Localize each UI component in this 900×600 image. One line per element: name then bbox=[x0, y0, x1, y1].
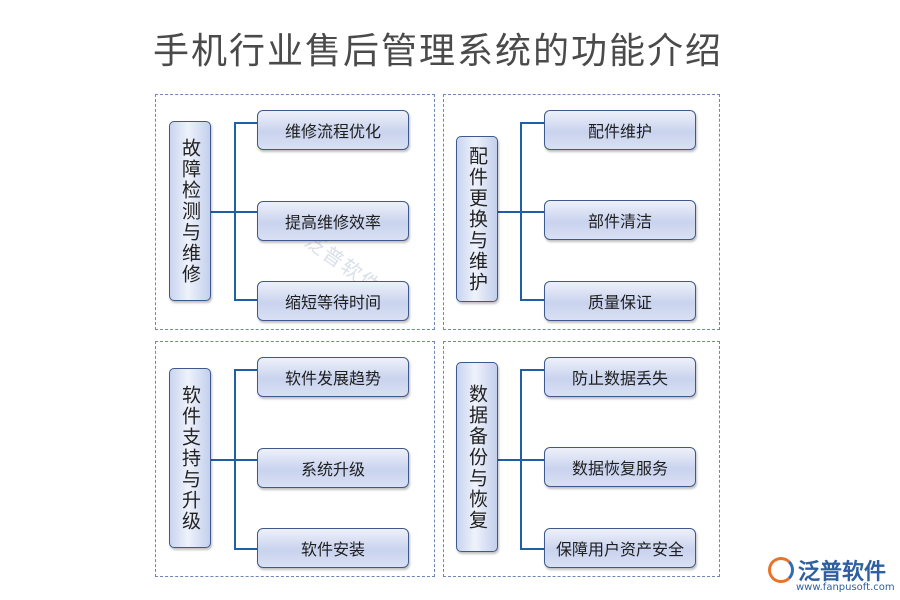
connector bbox=[520, 122, 522, 299]
connector bbox=[234, 548, 258, 550]
page-title: 手机行业售后管理系统的功能介绍 bbox=[152, 31, 723, 72]
connector bbox=[210, 459, 234, 461]
connector bbox=[234, 369, 258, 371]
function-item: 维修流程优化 bbox=[257, 110, 409, 150]
connector bbox=[210, 211, 234, 213]
section-panel-parts bbox=[443, 94, 720, 330]
function-item: 数据恢复服务 bbox=[544, 447, 696, 487]
connector bbox=[520, 299, 544, 301]
function-item: 系统升级 bbox=[257, 448, 409, 488]
function-item: 质量保证 bbox=[544, 281, 696, 321]
fanpu-logo-icon bbox=[768, 557, 794, 583]
connector bbox=[234, 211, 258, 213]
section-panel-software bbox=[155, 341, 435, 577]
connector bbox=[234, 459, 258, 461]
connector bbox=[520, 122, 544, 124]
function-item: 提高维修效率 bbox=[257, 201, 409, 241]
section-panel-data-backup bbox=[443, 341, 720, 577]
function-item: 缩短等待时间 bbox=[257, 281, 409, 321]
connector bbox=[234, 369, 236, 548]
connector bbox=[520, 459, 544, 461]
connector bbox=[496, 211, 520, 213]
connector bbox=[234, 122, 258, 124]
category-box: 配件更换与维护 bbox=[456, 136, 498, 302]
function-item: 软件发展趋势 bbox=[257, 357, 409, 397]
function-item: 软件安装 bbox=[257, 528, 409, 568]
function-item: 部件清洁 bbox=[544, 200, 696, 240]
logo-text: 泛普软件 bbox=[798, 560, 887, 585]
category-box: 故障检测与维修 bbox=[169, 121, 211, 301]
function-item: 配件维护 bbox=[544, 110, 696, 150]
connector bbox=[520, 211, 544, 213]
function-item: 防止数据丢失 bbox=[544, 357, 696, 397]
category-box: 软件支持与升级 bbox=[169, 368, 211, 548]
connector bbox=[496, 459, 520, 461]
logo-url: www.fanpusoft.com bbox=[796, 582, 895, 593]
function-item: 保障用户资产安全 bbox=[544, 528, 696, 568]
connector bbox=[520, 369, 522, 548]
brand-logo: 泛普软件 bbox=[768, 554, 886, 586]
connector bbox=[234, 122, 236, 299]
section-panel-fault-repair bbox=[155, 94, 435, 330]
connector bbox=[234, 299, 258, 301]
connector bbox=[520, 369, 544, 371]
connector bbox=[520, 548, 544, 550]
category-box: 数据备份与恢复 bbox=[456, 362, 498, 552]
